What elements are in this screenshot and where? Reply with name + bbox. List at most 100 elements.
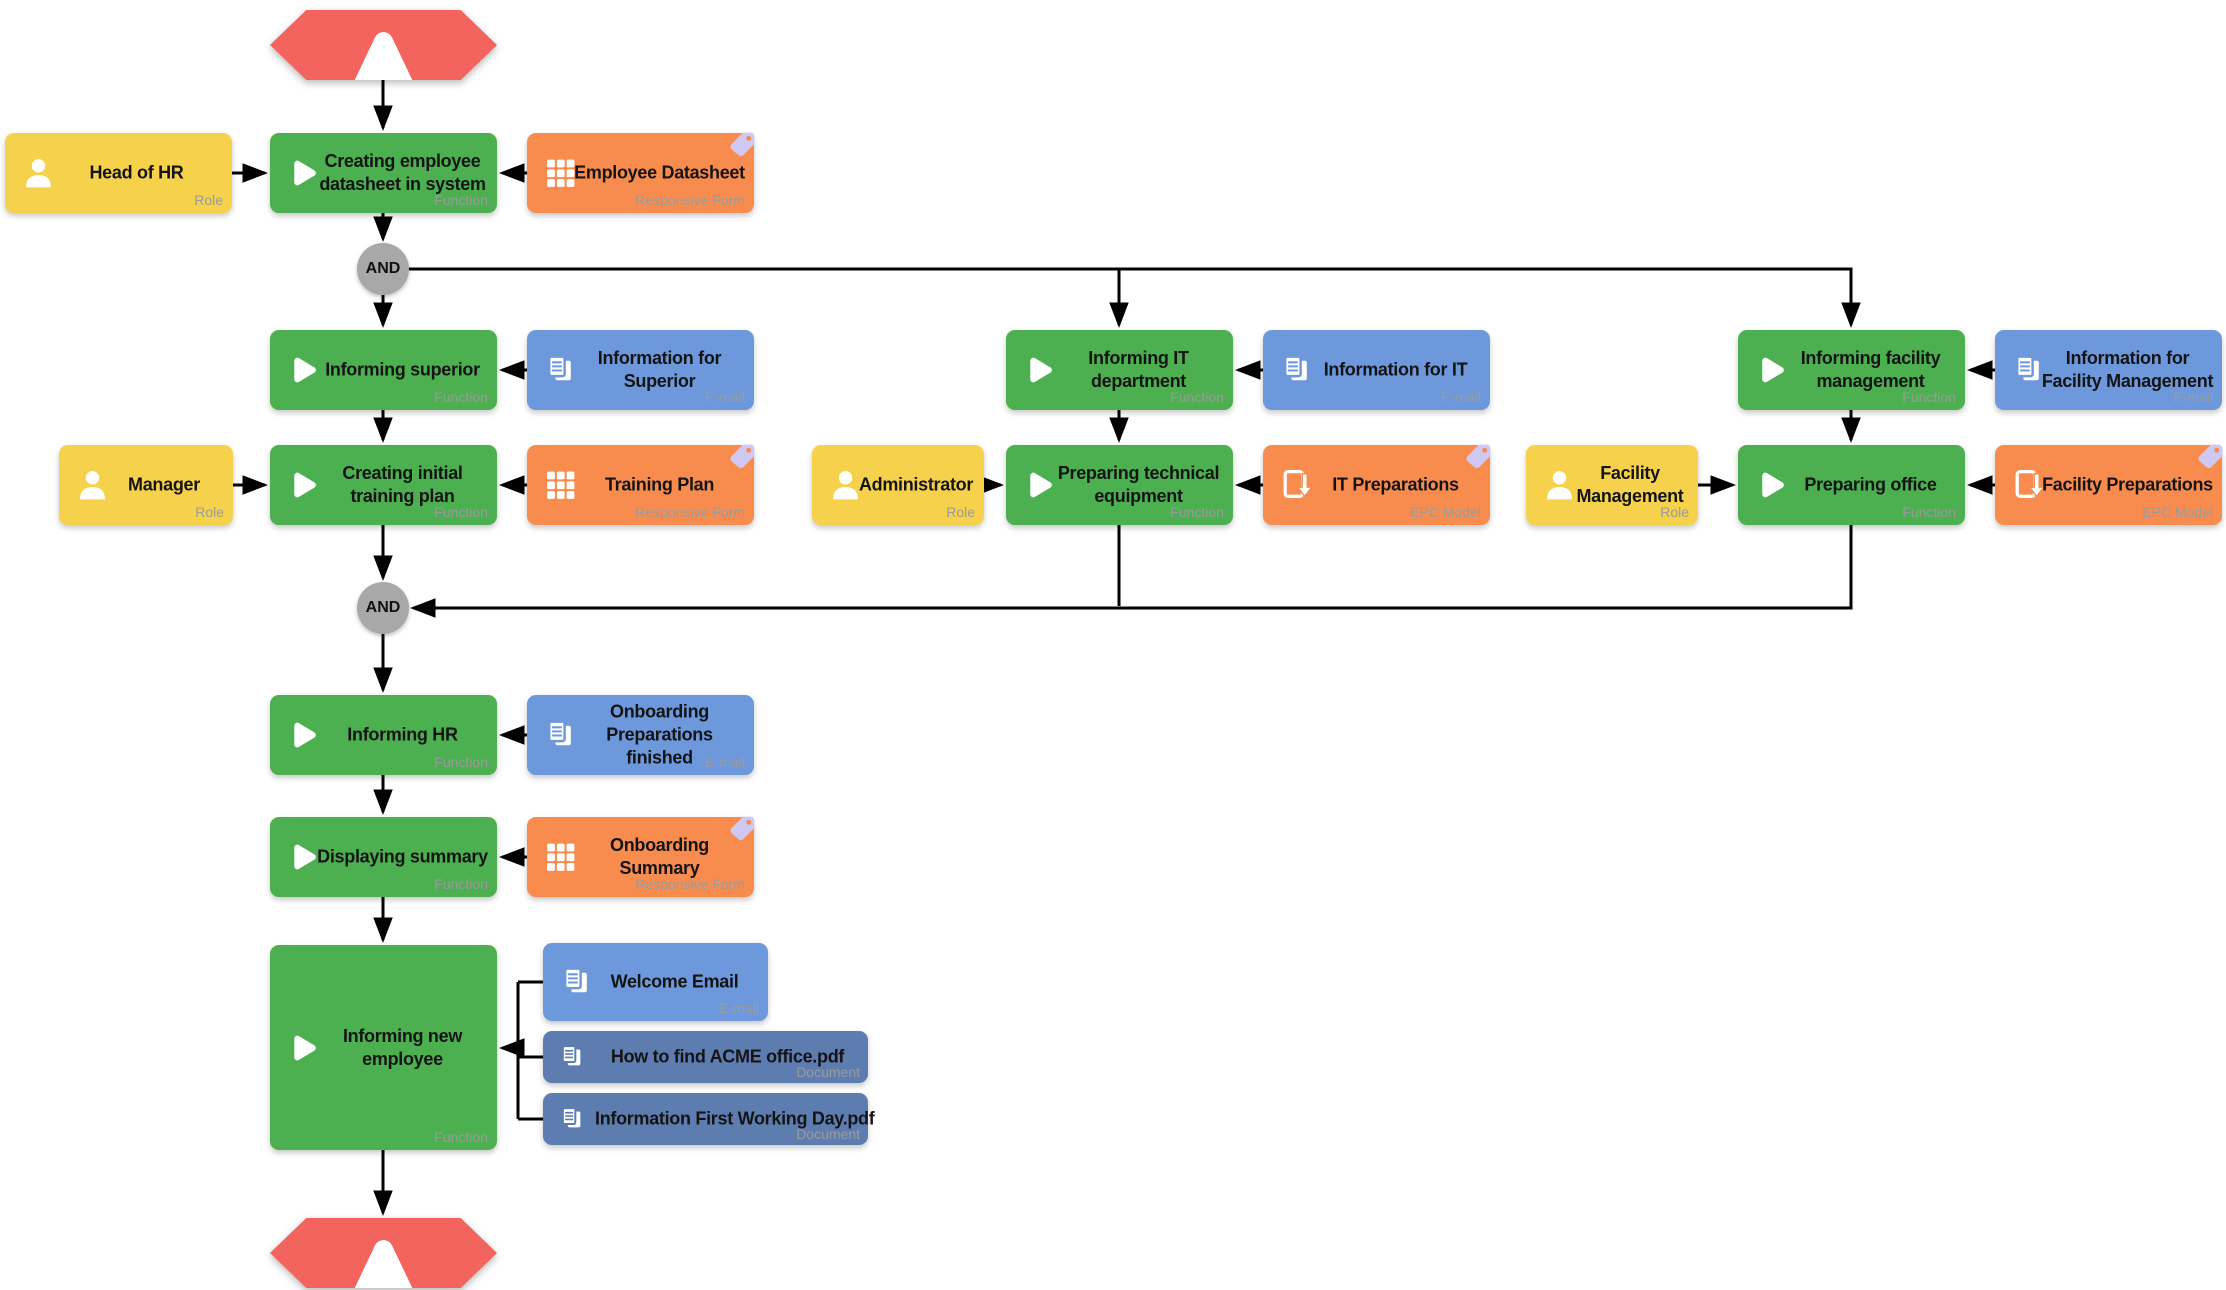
node-type-label: Document bbox=[796, 1126, 860, 1142]
node-label: Information for IT bbox=[1323, 359, 1468, 380]
connector-label: AND bbox=[365, 599, 401, 616]
node-type-label: Function bbox=[434, 754, 488, 770]
play-icon bbox=[1021, 352, 1058, 389]
tag-icon bbox=[2192, 437, 2226, 475]
pages-icon bbox=[557, 1104, 587, 1134]
node-type-label: E-mail bbox=[1441, 389, 1481, 405]
connector-label: AND bbox=[365, 260, 401, 277]
tag-icon bbox=[724, 809, 762, 847]
node-type-label: Role bbox=[194, 192, 223, 208]
and-connector[interactable]: AND bbox=[357, 582, 409, 634]
epc-icon bbox=[2010, 467, 2047, 504]
node-label: Onboarding Preparations finished bbox=[606, 701, 713, 768]
play-icon bbox=[285, 1029, 322, 1066]
node-label: How to find ACME office.pdf bbox=[610, 1046, 845, 1067]
grid-icon bbox=[542, 839, 579, 876]
node-type-label: E-mail bbox=[2173, 389, 2213, 405]
node-label: Informing IT department bbox=[1088, 347, 1189, 391]
node-label: Manager bbox=[128, 474, 200, 495]
node-type-label: Function bbox=[434, 389, 488, 405]
node-type-label: Function bbox=[434, 504, 488, 520]
node-label: IT Preparations bbox=[1332, 474, 1459, 495]
node-type-label: Function bbox=[1170, 504, 1224, 520]
node-type-label: Function bbox=[1170, 389, 1224, 405]
pages-icon bbox=[542, 352, 579, 389]
node-type-label: Role bbox=[1660, 504, 1689, 520]
play-icon bbox=[1021, 467, 1058, 504]
node-type-label: Function bbox=[434, 876, 488, 892]
node-type-label: Responsive Form bbox=[635, 504, 745, 520]
node-label: Informing superior bbox=[325, 359, 480, 380]
person-icon bbox=[74, 467, 111, 504]
node-type-label: Role bbox=[195, 504, 224, 520]
node-type-label: Function bbox=[1902, 389, 1956, 405]
tag-icon bbox=[724, 125, 762, 163]
node-type-label: EPC Model bbox=[1410, 504, 1481, 520]
node-type-label: Document bbox=[796, 1064, 860, 1080]
node-label: Head of HR bbox=[89, 162, 184, 183]
grid-icon bbox=[542, 467, 579, 504]
node-event-end[interactable]: Process endsEvent bbox=[270, 1218, 497, 1288]
play-icon bbox=[285, 717, 322, 754]
tag-icon bbox=[1460, 437, 1498, 475]
play-icon bbox=[285, 352, 322, 389]
node-type-label: EPC Model bbox=[2142, 504, 2213, 520]
node-label: Welcome Email bbox=[610, 971, 739, 992]
node-label: Creating initial training plan bbox=[342, 462, 463, 506]
node-label: Preparing office bbox=[1804, 474, 1937, 495]
node-label: Information for Superior bbox=[597, 347, 722, 391]
node-label: Informing facility management bbox=[1800, 347, 1941, 391]
node-label: Training Plan bbox=[604, 474, 715, 495]
node-type-label: E-mail bbox=[705, 754, 745, 770]
node-label: Creating employee datasheet in system bbox=[319, 150, 486, 194]
and-connector[interactable]: AND bbox=[357, 243, 409, 295]
node-fn-informing-hr[interactable]: Informing HR Function bbox=[270, 695, 497, 775]
node-type-label: Responsive Form bbox=[635, 876, 745, 892]
node-type-label: Function bbox=[434, 192, 488, 208]
node-label: Facility Preparations bbox=[2042, 474, 2213, 495]
node-type-label: Role bbox=[946, 504, 975, 520]
play-icon bbox=[285, 467, 322, 504]
node-role-head-of-hr[interactable]: Head of HR Role bbox=[5, 133, 232, 213]
epc-icon bbox=[1278, 467, 1315, 504]
play-icon bbox=[1753, 352, 1790, 389]
node-mail-information-it[interactable]: Information for IT E-mail bbox=[1263, 330, 1490, 410]
node-label: Onboarding Summary bbox=[610, 834, 709, 878]
play-icon bbox=[285, 155, 322, 192]
node-label: Preparing technical equipment bbox=[1057, 462, 1220, 506]
node-label: Informing HR bbox=[347, 724, 458, 745]
pages-icon bbox=[542, 717, 579, 754]
node-label: Facility Management bbox=[1576, 462, 1684, 506]
event-shape: Process endsEvent bbox=[270, 1218, 497, 1288]
node-label: Administrator bbox=[858, 474, 974, 495]
node-label: Information for Facility Management bbox=[2041, 347, 2214, 391]
node-label: Displaying summary bbox=[317, 846, 488, 867]
